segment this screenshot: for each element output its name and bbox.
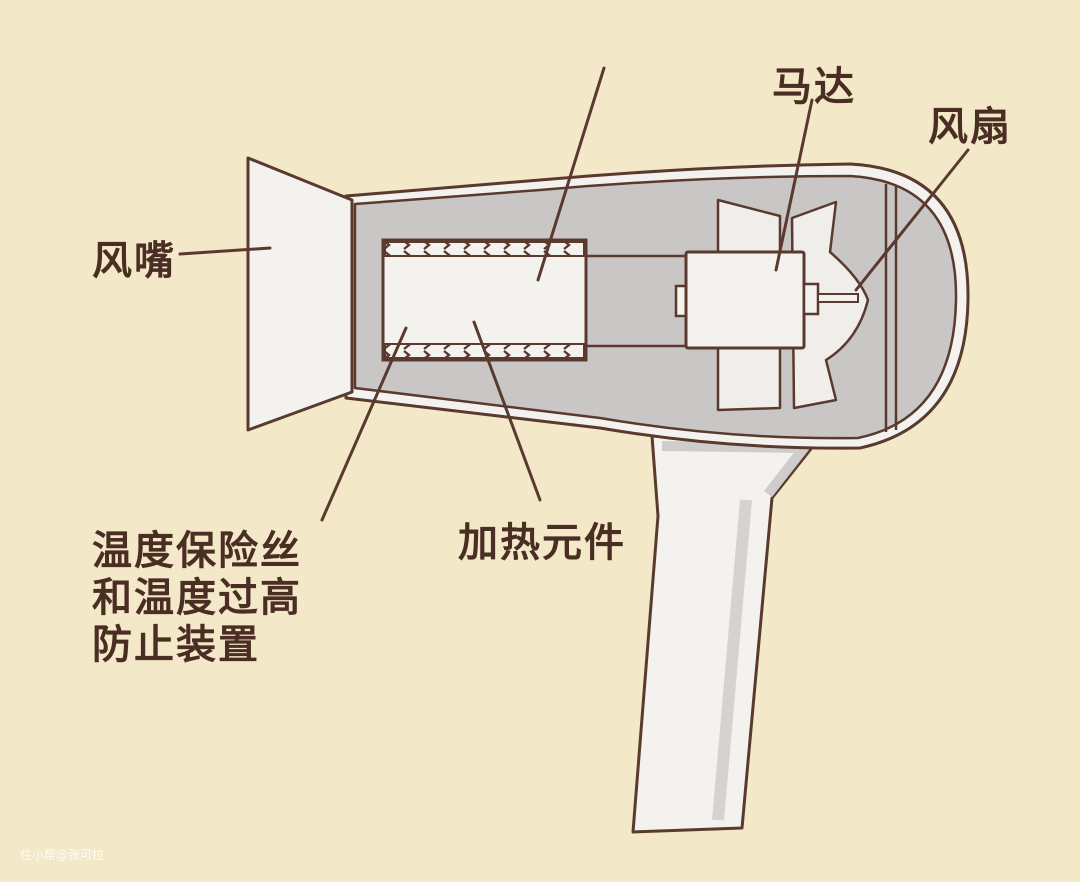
label-nozzle: 风嘴 [92,238,176,284]
leader-fuse [320,326,408,522]
label-fuse-line1: 温度保险丝 [92,528,302,574]
leader-motor [774,98,814,272]
leader-nozzle [178,246,272,256]
label-motor: 马达 [772,64,856,110]
heating-tube [381,238,588,362]
handle [631,434,820,834]
label-fuse-line2: 和温度过高 [92,575,302,621]
motor [674,250,859,350]
leader-lines [178,66,970,522]
label-fuse-line3: 防止装置 [92,622,260,668]
label-heating-element: 加热元件 [458,520,626,566]
leader-top [536,66,606,282]
label-fan: 风扇 [928,104,1012,150]
watermark: 住小帮@张可拉 [20,848,105,862]
nozzle [246,156,354,432]
leader-heating [472,320,542,502]
label-fuse: 温度保险丝 和温度过高 防止装置 [92,528,302,669]
leader-fan [854,148,970,292]
